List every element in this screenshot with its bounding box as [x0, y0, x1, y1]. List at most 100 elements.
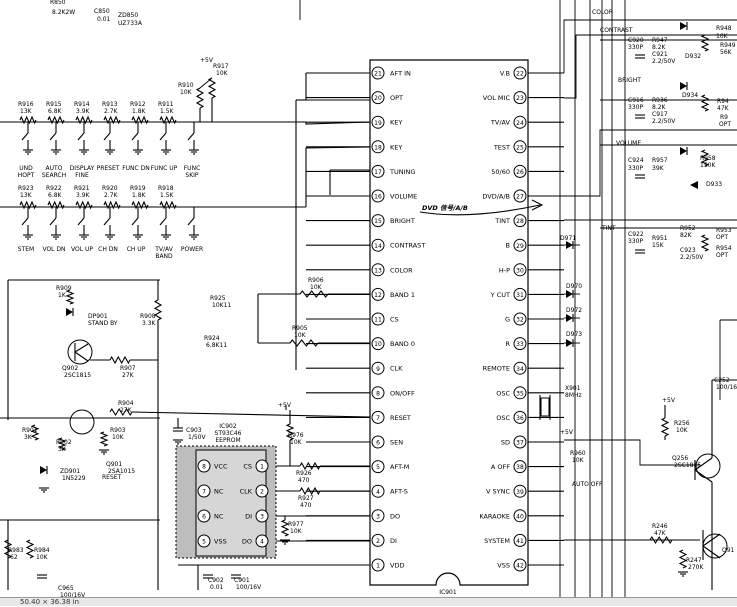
ic901-pin-name: OSC	[496, 389, 510, 397]
resistor	[299, 486, 321, 496]
ic901-pin-name: TINT	[494, 217, 510, 225]
ic902-pin-name: CLK	[240, 488, 253, 496]
ic902-pin-name: DI	[245, 513, 252, 521]
pin-circle	[513, 361, 527, 375]
r902-ref: R902	[56, 439, 72, 446]
ic902-pin-name: DO	[242, 538, 252, 546]
ic901-pin-number: 18	[374, 144, 382, 151]
r983-val: 62	[10, 554, 18, 561]
pin-circle	[255, 484, 269, 498]
right-block-label: 39K	[652, 165, 665, 172]
ic901-pin-number: 32	[516, 317, 524, 324]
ic902-pin-number: 2	[260, 489, 264, 496]
ic901-pin-number: 34	[516, 366, 524, 373]
q902-circle	[67, 339, 93, 365]
key-resistor-ref: R918	[158, 185, 174, 192]
ic901-pin-name: DO	[390, 512, 400, 520]
pin-circle	[513, 263, 527, 277]
ic901-pin-number: 14	[374, 243, 382, 250]
pin-circle	[255, 534, 269, 548]
ic901-pin-name: REMOTE	[483, 365, 510, 373]
pin-circle	[371, 115, 385, 129]
key-label: AUTO	[46, 165, 63, 172]
r984-ref: R984	[34, 547, 50, 554]
key-resistor-ref: R915	[46, 101, 62, 108]
resistor	[153, 299, 163, 321]
zd901-val: 1N5229	[62, 475, 86, 482]
wire	[694, 457, 713, 471]
pin-circle	[197, 509, 211, 523]
ic901-pin-name: BAND 0	[390, 340, 415, 348]
r917-val: 10K	[216, 70, 229, 77]
pin-circle	[371, 312, 385, 326]
key-label: STEM	[18, 246, 34, 253]
top-left-label: ZD850	[118, 12, 138, 19]
pin-circle	[513, 115, 527, 129]
c901-val: 100/16V	[236, 584, 262, 591]
pin-circle	[513, 312, 527, 326]
c902-val: 0.01	[210, 584, 224, 591]
resistor	[25, 539, 35, 559]
wire	[702, 533, 721, 547]
r976-ref: R976	[288, 432, 304, 439]
v5b-ref: +5V	[278, 402, 292, 409]
ic901-pin-name: V.B	[500, 70, 510, 78]
ic901-pin-number: 2	[376, 538, 380, 545]
c252-ref: C252	[714, 377, 730, 384]
r908-ref: R908	[140, 313, 156, 320]
wire	[159, 217, 167, 226]
dp901-ref: DP901	[88, 313, 108, 320]
pin-circle	[371, 189, 385, 203]
key-resistor-val: 1.5K	[160, 192, 175, 199]
ic902-pin-number: 4	[260, 539, 264, 546]
c965-val: 100/16V	[60, 592, 86, 599]
diode-label: D973	[566, 331, 582, 338]
key-label: SKIP	[185, 172, 199, 179]
resistor	[109, 355, 131, 365]
key-resistor-val: 13K	[20, 192, 33, 199]
v5d-ref: +5V	[662, 397, 676, 404]
top-left-label: R850	[50, 0, 66, 6]
pin-circle	[371, 533, 385, 547]
ic901-pin-number: 28	[516, 218, 524, 225]
wire	[131, 411, 371, 418]
wire	[702, 545, 721, 559]
r246-val: 47K	[654, 530, 667, 537]
diode	[66, 308, 73, 316]
resistor	[207, 77, 217, 99]
q901-ref: Q901	[106, 461, 122, 468]
pin-circle	[513, 214, 527, 228]
right-block-label: VOLUME	[616, 140, 641, 147]
ic901-pin-number: 37	[516, 440, 524, 447]
key-label: TV/AV	[154, 246, 174, 253]
ic901-pin-name: A OFF	[491, 463, 510, 471]
q256-circle	[695, 453, 721, 479]
pin-circle	[255, 509, 269, 523]
resistor	[19, 200, 37, 210]
ic902-pin-number: 1	[260, 464, 264, 471]
c252-val: 100/16	[716, 384, 737, 391]
r901-val: 3K	[24, 434, 33, 441]
right-block-label: 2.2/50V	[652, 58, 676, 65]
right-block-label: R94	[717, 98, 729, 105]
right-block-label: 47K	[717, 105, 730, 112]
pin-circle	[197, 534, 211, 548]
ic901-pin-number: 10	[374, 341, 382, 348]
ic901-pin-name: V SYNC	[486, 488, 510, 496]
pin-circle	[513, 287, 527, 301]
v5c-ref: +5V	[560, 429, 574, 436]
right-block-label: 2.2/50V	[652, 118, 676, 125]
ic902-type: EEPROM	[215, 437, 240, 444]
ic901-pin-number: 9	[376, 366, 380, 373]
pin-circle	[371, 91, 385, 105]
ic901-pin-name: B	[506, 242, 510, 250]
wire	[131, 132, 139, 141]
key-label: VOL DN	[42, 246, 65, 253]
pin-circle	[513, 533, 527, 547]
r983-ref: R983	[8, 547, 24, 554]
diode	[680, 82, 687, 90]
top-left-label: 8.2K2W	[52, 9, 75, 16]
r925-val: 10K11	[212, 302, 231, 309]
ic902-pin-number: 7	[202, 489, 206, 496]
pin-circle	[371, 558, 385, 572]
